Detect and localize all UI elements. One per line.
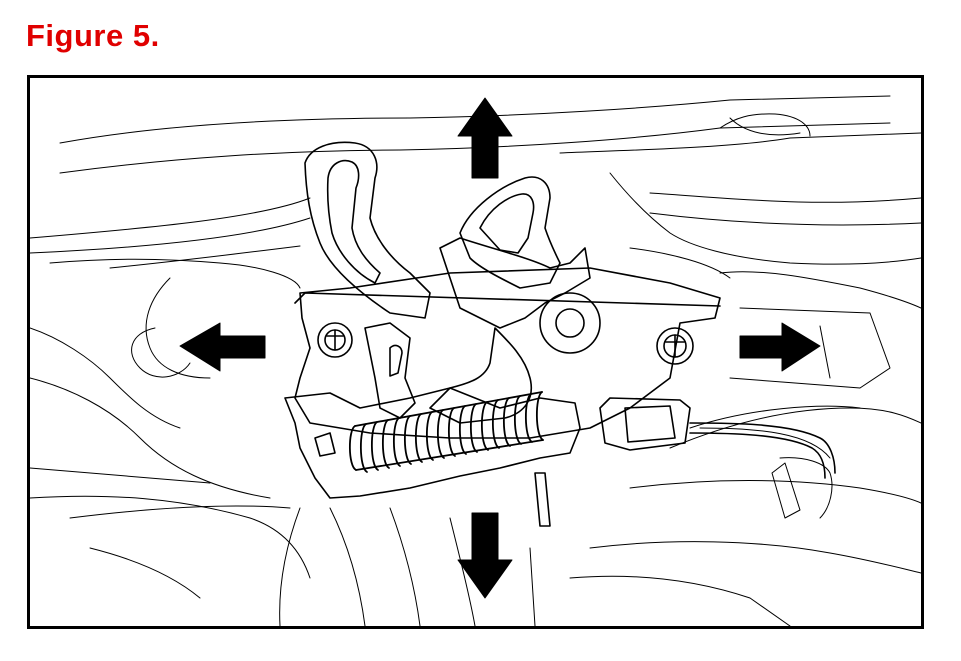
- left-arrow-icon: [179, 322, 266, 372]
- up-arrow-icon: [457, 97, 513, 179]
- figure-title: Figure 5.: [26, 18, 160, 53]
- direction-arrows: [179, 97, 821, 599]
- right-arrow-icon: [739, 322, 821, 372]
- hood-latch-illustration: [30, 95, 921, 626]
- engine-bay-background: [30, 95, 921, 626]
- latch-spring: [348, 391, 544, 473]
- illustration-frame: [27, 75, 924, 629]
- hood-latch-assembly: [284, 141, 836, 527]
- down-arrow-icon: [457, 512, 513, 599]
